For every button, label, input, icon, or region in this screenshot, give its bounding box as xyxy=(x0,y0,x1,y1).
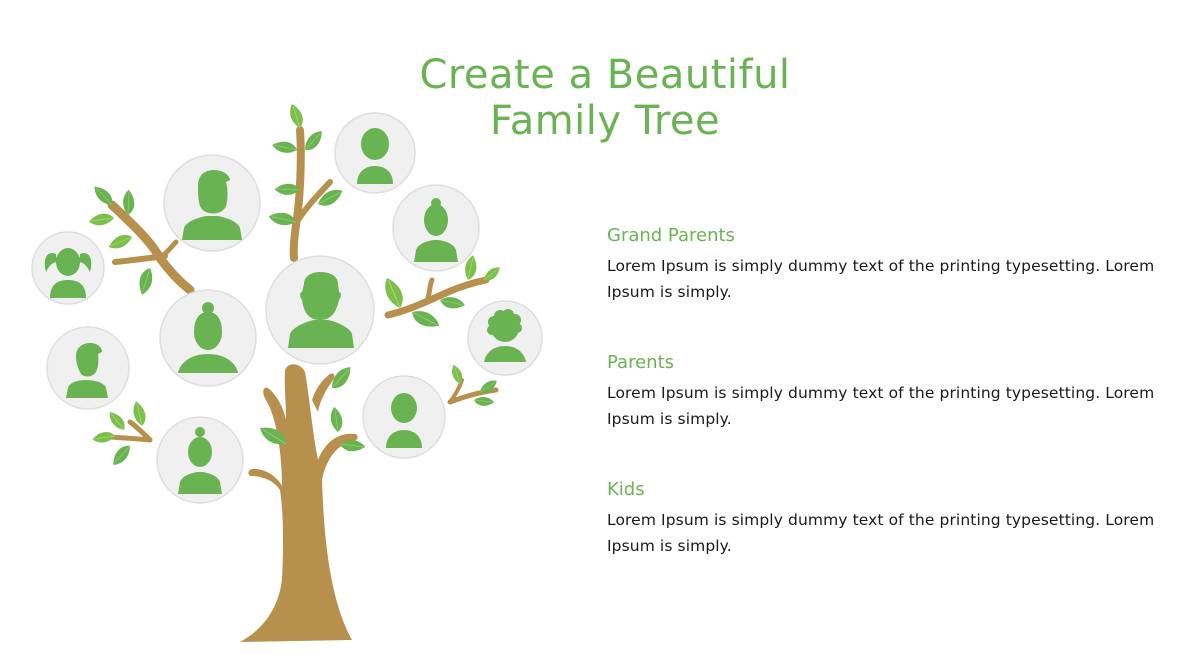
avatar-girl-icon xyxy=(44,248,92,298)
section-grand-parents: Grand Parents Lorem Ipsum is simply dumm… xyxy=(607,225,1167,305)
tree-trunk xyxy=(240,364,358,642)
title-line-1: Create a Beautiful xyxy=(419,52,791,98)
tree-branches xyxy=(97,126,499,443)
avatar-boy-icon xyxy=(66,343,108,398)
avatar-woman-icon xyxy=(178,427,222,494)
section-parents: Parents Lorem Ipsum is simply dummy text… xyxy=(607,352,1167,432)
section-body: Lorem Ipsum is simply dummy text of the … xyxy=(607,257,1155,301)
avatar-woman-icon xyxy=(414,198,458,262)
section-heading: Kids xyxy=(607,479,645,500)
avatar-man-icon xyxy=(182,170,242,240)
family-tree-illustration xyxy=(31,103,543,642)
page-title: Create a Beautiful Family Tree xyxy=(400,52,810,144)
section-body: Lorem Ipsum is simply dummy text of the … xyxy=(607,384,1155,428)
avatar-boy-icon xyxy=(357,128,393,184)
section-heading: Grand Parents xyxy=(607,225,735,246)
section-body: Lorem Ipsum is simply dummy text of the … xyxy=(607,511,1155,555)
title-line-2: Family Tree xyxy=(489,98,721,144)
section-kids: Kids Lorem Ipsum is simply dummy text of… xyxy=(607,479,1167,559)
section-heading: Parents xyxy=(607,352,674,373)
avatar-curly-kid-icon xyxy=(484,309,526,362)
avatar-man-large-icon xyxy=(288,272,354,348)
avatar-silhouettes xyxy=(44,128,526,494)
avatar-woman-icon xyxy=(178,302,238,373)
avatar-boy-icon xyxy=(386,393,422,448)
